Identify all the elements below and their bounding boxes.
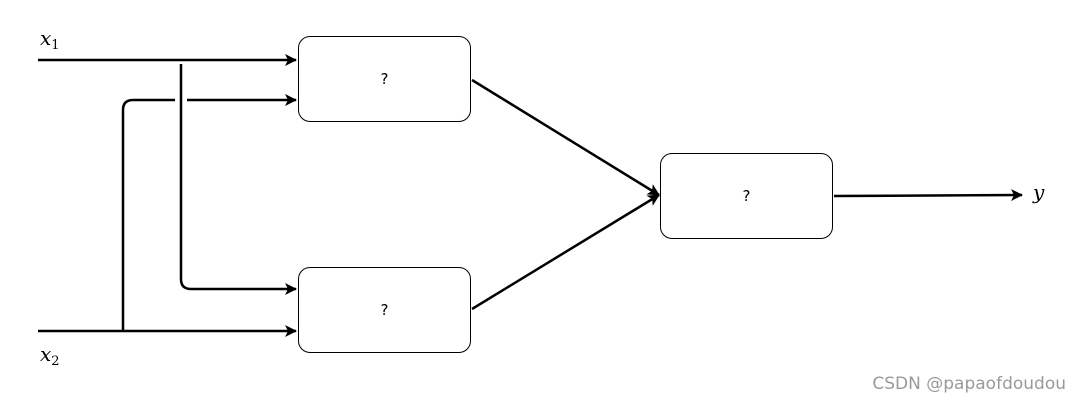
right-node-to-output-arrow (833, 189, 1023, 202)
watermark-text: CSDN @papaofdoudou (872, 374, 1066, 394)
output-node: ? (660, 153, 833, 239)
output-y-label: y (1033, 180, 1045, 204)
input-x2-label: x2 (40, 342, 60, 369)
output-node-label: ? (742, 187, 751, 205)
top-node: ? (298, 36, 471, 122)
top-node-label: ? (380, 70, 389, 88)
bottom-node-label: ? (380, 301, 389, 319)
top-node-to-right-node-arrow (471, 78, 660, 197)
bottom-node-to-right-node-arrow (471, 193, 660, 311)
x2-to-top-node-arrow-a (121, 98, 175, 331)
input-x1-label: x1 (40, 26, 60, 53)
bottom-node: ? (298, 267, 471, 353)
x1-to-bottom-node-arrow (179, 64, 297, 295)
